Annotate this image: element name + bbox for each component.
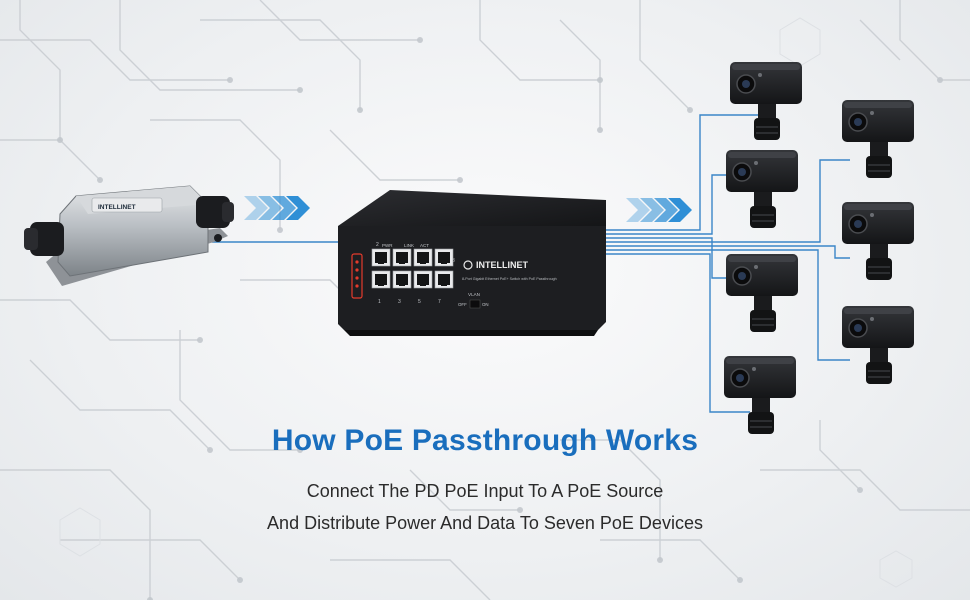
port-number: 7	[438, 299, 441, 305]
headline: How PoE Passthrough Works	[271, 424, 699, 457]
switch-brand-label: INTELLINET	[476, 260, 528, 270]
downlink-cable-lines	[606, 114, 850, 413]
ip-camera-icon	[730, 62, 802, 140]
poe-switch-icon: PWR LINK ACT INTELLINET 8-Port Gigabit E…	[338, 190, 606, 336]
vlan-label: VLAN	[468, 292, 480, 297]
chevron-arrow-icon	[286, 196, 310, 220]
rj45-port	[434, 248, 454, 267]
port-number: 3	[398, 299, 401, 305]
outdoor-poe-injector-icon: INTELLINET	[24, 185, 234, 286]
rj45-port	[371, 270, 391, 289]
rj45-port	[371, 248, 391, 267]
rj45-port	[392, 270, 412, 289]
subtitle-line-2: And Distribute Power And Data To Seven P…	[267, 513, 703, 533]
switch-model-label: 8-Port Gigabit Ethernet PoE+ Switch with…	[462, 277, 557, 281]
flow-arrows-left	[244, 196, 310, 220]
led-label-link: LINK	[404, 243, 414, 248]
ip-cameras	[724, 62, 914, 434]
rj45-ports	[371, 248, 454, 289]
ip-camera-icon	[724, 356, 796, 434]
ip-camera-icon	[726, 150, 798, 228]
rj45-port	[413, 270, 433, 289]
chevron-arrow-icon	[258, 196, 282, 220]
ip-camera-icon	[842, 202, 914, 280]
led-label-pwr: PWR	[382, 243, 393, 248]
chevron-arrow-icon	[640, 198, 664, 222]
port-number: 5	[418, 299, 421, 305]
chevron-arrow-icon	[272, 196, 296, 220]
vlan-on-label: ON	[482, 302, 489, 307]
led-label-act: ACT	[420, 243, 429, 248]
ip-camera-icon	[726, 254, 798, 332]
rj45-port	[434, 270, 454, 289]
subtitle-line-1: Connect The PD PoE Input To A PoE Source	[306, 481, 664, 501]
chevron-arrow-icon	[654, 198, 678, 222]
ip-camera-icon	[842, 100, 914, 178]
flow-arrows-right	[626, 198, 692, 222]
chevron-arrow-icon	[244, 196, 268, 220]
rj45-port	[392, 248, 412, 267]
chevron-arrow-icon	[668, 198, 692, 222]
injector-brand-label: INTELLINET	[98, 204, 136, 211]
rj45-port	[413, 248, 433, 267]
ip-camera-icon	[842, 306, 914, 384]
port-number: 8	[452, 258, 455, 264]
chevron-arrow-icon	[626, 198, 650, 222]
vlan-toggle	[469, 299, 481, 309]
vlan-off-label: OFF	[458, 302, 467, 307]
port-number: 2	[376, 242, 379, 248]
port-number: 1	[378, 299, 381, 305]
